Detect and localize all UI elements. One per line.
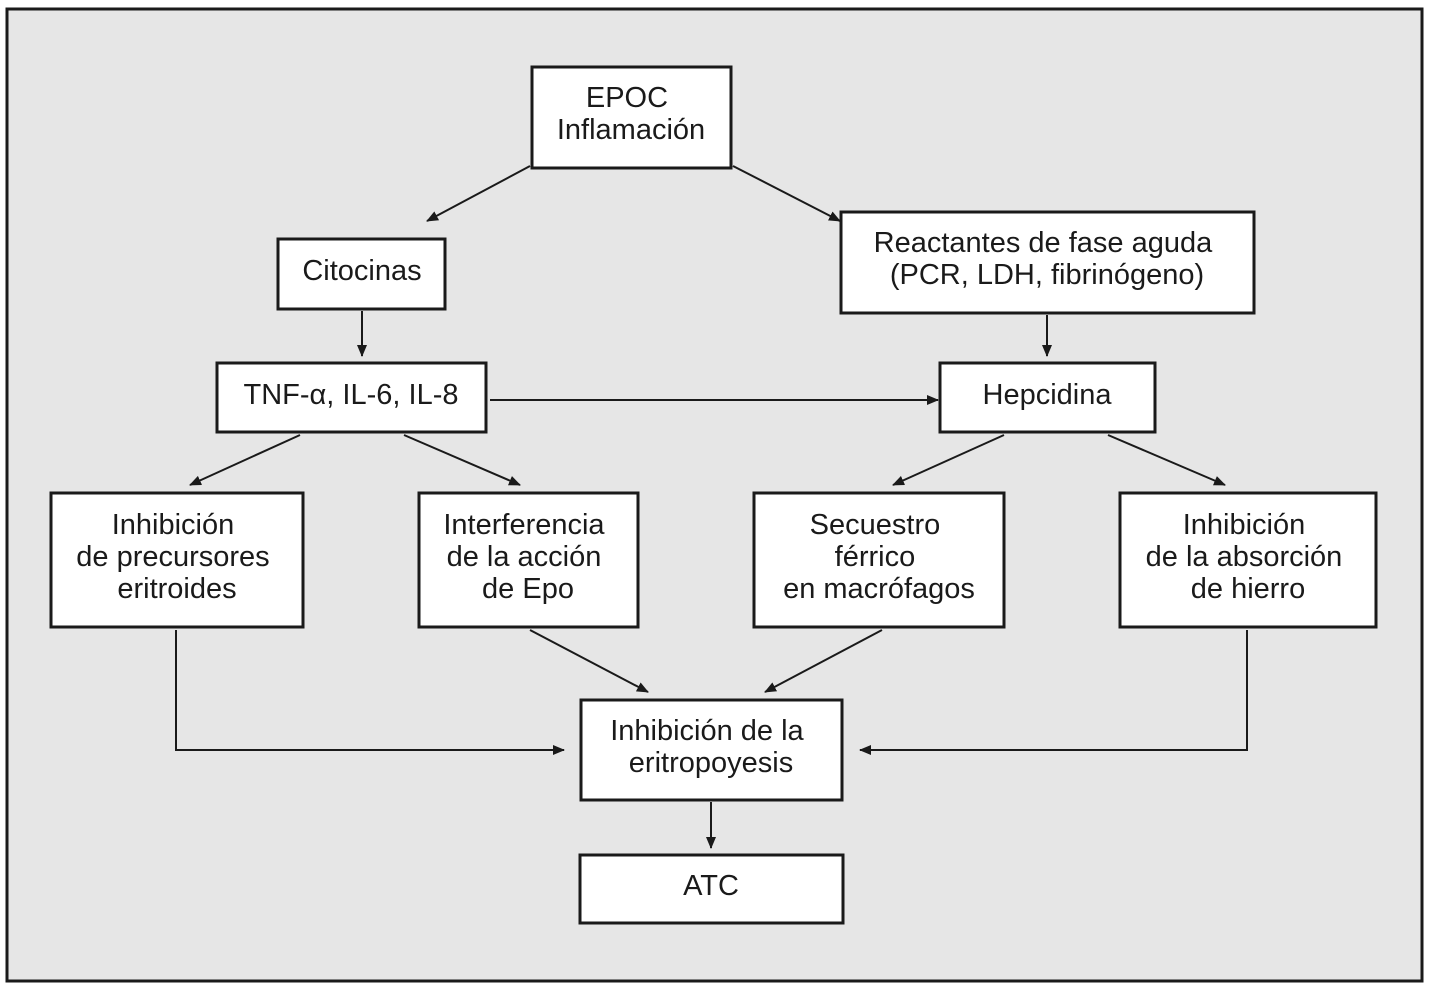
node-interferencia-box xyxy=(417,491,640,629)
node-inhib-eritropoyesis-label: Inhibición de la eritropoyesis xyxy=(610,715,812,779)
node-tnf: TNF-α, IL-6, IL-8 xyxy=(215,361,488,434)
node-interferencia-label: Interferencia de la acción de Epo xyxy=(443,509,612,605)
node-citocinas-line-1: Citocinas xyxy=(302,255,421,287)
node-reactantes-line-2: (PCR, LDH, fibrinógeno) xyxy=(890,259,1204,291)
node-hepcidina: Hepcidina xyxy=(938,361,1157,434)
node-inhib-eritropoyesis-line-1: Inhibición de la xyxy=(610,715,804,747)
node-hepcidina-box xyxy=(938,361,1157,434)
node-tnf-box xyxy=(215,361,488,434)
node-secuestro-line-3: en macrófagos xyxy=(783,573,975,605)
node-citocinas-label: Citocinas xyxy=(302,255,421,287)
edge-epoc-to-reactantes xyxy=(732,165,841,222)
edge-tnf-to-interferencia xyxy=(403,434,521,486)
node-inhib-absorcion-label: Inhibición de la absorción de hierro xyxy=(1146,509,1351,605)
node-tnf-label: TNF-α, IL-6, IL-8 xyxy=(244,379,459,411)
node-interferencia: Interferencia de la acción de Epo xyxy=(417,491,640,629)
edge-secuestro-to-inhib-eritropoyesis xyxy=(764,629,883,693)
edge-hepcidina-to-inhib-absorcion xyxy=(1107,434,1226,486)
node-epoc-label: EPOC Inflamación xyxy=(557,82,705,146)
node-reactantes-box xyxy=(839,210,1256,315)
edge-hepcidina-to-secuestro xyxy=(892,434,1005,486)
node-atc: ATC xyxy=(578,853,845,925)
node-tnf-line-1: TNF-α, IL-6, IL-8 xyxy=(244,379,459,411)
node-inhib-eritropoyesis-line-2: eritropoyesis xyxy=(629,747,793,779)
node-atc-line-1: ATC xyxy=(683,870,739,902)
node-secuestro-box xyxy=(752,491,1006,629)
node-citocinas-box xyxy=(276,237,447,311)
node-reactantes-label: Reactantes de fase aguda (PCR, LDH, fibr… xyxy=(874,227,1221,291)
node-epoc-line-2: Inflamación xyxy=(557,114,705,146)
node-inhib-precursores-line-3: eritroides xyxy=(117,573,236,605)
edge-tnf-to-inhib-precursores xyxy=(189,434,301,486)
node-epoc-box xyxy=(530,65,733,170)
node-inhib-absorcion: Inhibición de la absorción de hierro xyxy=(1118,491,1378,629)
node-interferencia-line-2: de la acción xyxy=(447,541,602,573)
node-inhib-eritropoyesis: Inhibición de la eritropoyesis xyxy=(579,698,844,802)
node-inhib-precursores-line-2: de precursores xyxy=(76,541,269,573)
edge-interferencia-to-inhib-eritropoyesis xyxy=(529,629,649,693)
node-secuestro-line-2: férrico xyxy=(835,541,916,573)
node-secuestro-line-1: Secuestro xyxy=(810,509,941,541)
node-inhib-absorcion-line-1: Inhibición xyxy=(1183,509,1306,541)
nodes-group: EPOC Inflamación Citocinas Reactantes de… xyxy=(49,65,1378,925)
node-inhib-absorcion-line-2: de la absorción xyxy=(1146,541,1343,573)
node-inhib-absorcion-line-3: de hierro xyxy=(1191,573,1305,605)
node-inhib-precursores: Inhibición de precursores eritroides xyxy=(49,491,305,629)
node-atc-label: ATC xyxy=(683,870,739,902)
node-inhib-precursores-box xyxy=(49,491,305,629)
node-reactantes-line-1: Reactantes de fase aguda xyxy=(874,227,1213,259)
node-hepcidina-line-1: Hepcidina xyxy=(983,379,1113,411)
node-reactantes: Reactantes de fase aguda (PCR, LDH, fibr… xyxy=(839,210,1256,315)
node-inhib-eritropoyesis-box xyxy=(579,698,844,802)
node-inhib-precursores-line-1: Inhibición xyxy=(112,509,235,541)
node-hepcidina-label: Hepcidina xyxy=(983,379,1113,411)
edge-inhib-absorcion-to-inhib-eritropoyesis xyxy=(859,630,1248,755)
node-atc-box xyxy=(578,853,845,925)
node-epoc: EPOC Inflamación xyxy=(530,65,733,170)
edges-group xyxy=(175,165,1248,849)
node-interferencia-line-3: de Epo xyxy=(482,573,574,605)
edge-inhib-precursores-to-inhib-eritropoyesis xyxy=(175,630,565,755)
node-inhib-precursores-label: Inhibición de precursores eritroides xyxy=(76,509,278,605)
node-secuestro: Secuestro férrico en macrófagos xyxy=(752,491,1006,629)
node-citocinas: Citocinas xyxy=(276,237,447,311)
edge-epoc-to-citocinas xyxy=(426,165,531,222)
node-secuestro-label: Secuestro férrico en macrófagos xyxy=(783,509,975,605)
node-interferencia-line-1: Interferencia xyxy=(443,509,605,541)
node-inhib-absorcion-box xyxy=(1118,491,1378,629)
node-epoc-line-1: EPOC xyxy=(586,82,668,114)
